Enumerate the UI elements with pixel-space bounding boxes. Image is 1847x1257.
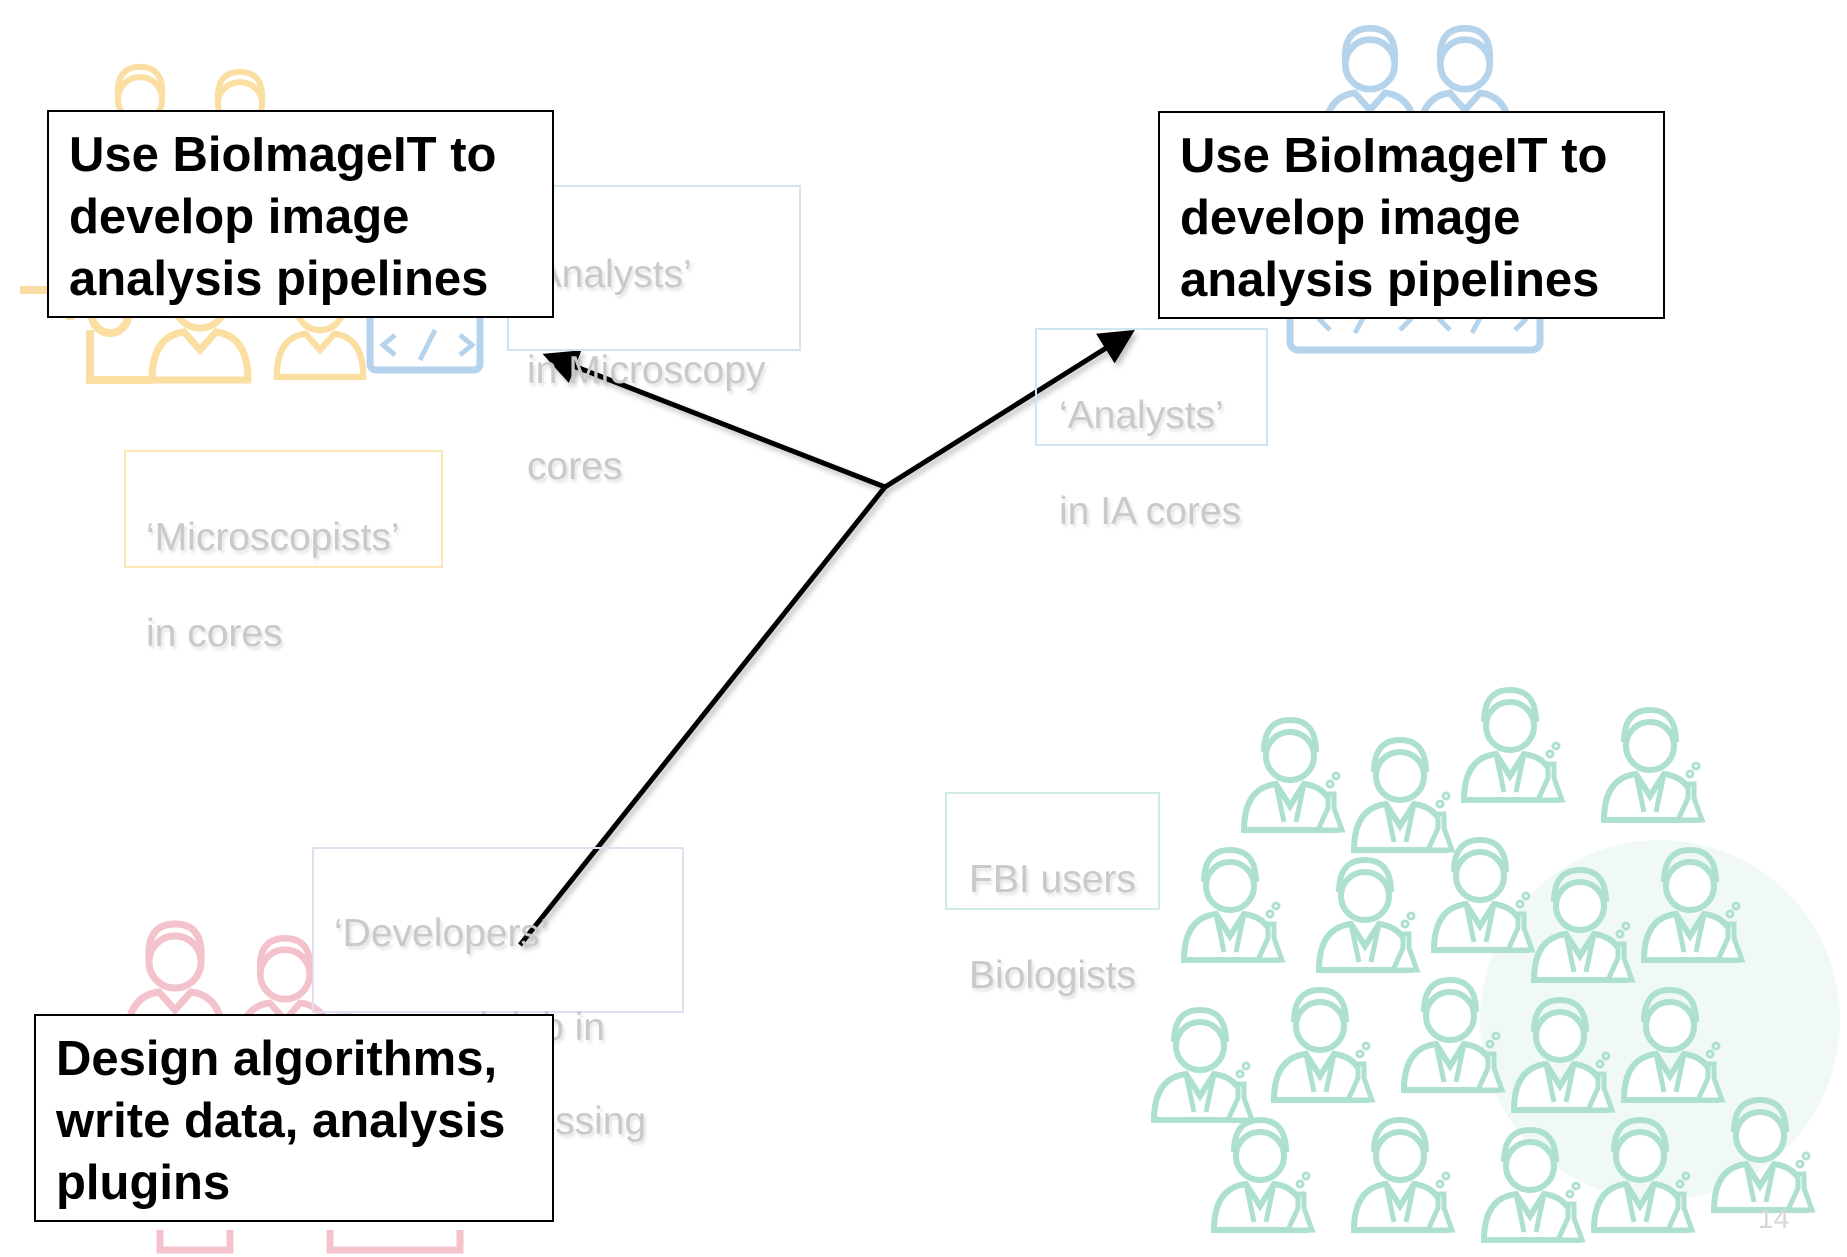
label-line: in cores — [146, 612, 283, 655]
label-ia-analysts: ‘Analysts’ in IA cores — [1035, 328, 1268, 533]
label-line: ‘Analysts’ — [1059, 394, 1224, 437]
label-microscopists: ‘Microscopists’ in cores — [124, 450, 443, 655]
label-line: cores — [527, 445, 623, 488]
arrow-to-top-left — [542, 350, 886, 490]
label-line: Biologists — [969, 954, 1136, 997]
callout-line: develop image — [69, 190, 410, 244]
callout-line: Use BioImageIT to — [1180, 129, 1608, 183]
label-fbi-users: FBI users Biologists — [945, 792, 1160, 997]
callout-top-left: Use BioImageIT to develop image analysis… — [47, 110, 554, 318]
callout-line: develop image — [1180, 191, 1521, 245]
connector-arrows — [518, 329, 1135, 947]
page-number: 14 — [1758, 1203, 1790, 1234]
label-line: ‘Microscopists’ — [146, 516, 400, 559]
callout-line: analysis pipelines — [69, 252, 489, 306]
callout-line: plugins — [56, 1156, 231, 1210]
label-line: ‘Analysts’ — [527, 253, 692, 296]
label-line: FBI users — [969, 858, 1136, 901]
callout-top-right: Use BioImageIT to develop image analysis… — [1158, 111, 1665, 319]
callout-line: Design algorithms, — [56, 1032, 498, 1086]
people-pink-icon — [127, 924, 464, 1254]
callout-bottom-left: Design algorithms, write data, analysis … — [34, 1014, 554, 1222]
label-line: in Microscopy — [527, 349, 766, 392]
label-developers: ‘Developers’ Research lab in Image Proce… — [312, 847, 684, 1143]
callout-line: analysis pipelines — [1180, 253, 1600, 307]
callout-line: write data, analysis — [56, 1094, 506, 1148]
label-line: in IA cores — [1059, 490, 1242, 533]
scientists-crowd-teal-icon — [1154, 690, 1840, 1240]
connector-trunk — [518, 485, 887, 947]
callout-line: Use BioImageIT to — [69, 128, 497, 182]
arrow-to-top-right — [883, 329, 1135, 490]
label-microscopy-analysts: ‘Analysts’ in Microscopy cores — [507, 185, 801, 488]
label-line: ‘Developers’ — [334, 912, 549, 955]
